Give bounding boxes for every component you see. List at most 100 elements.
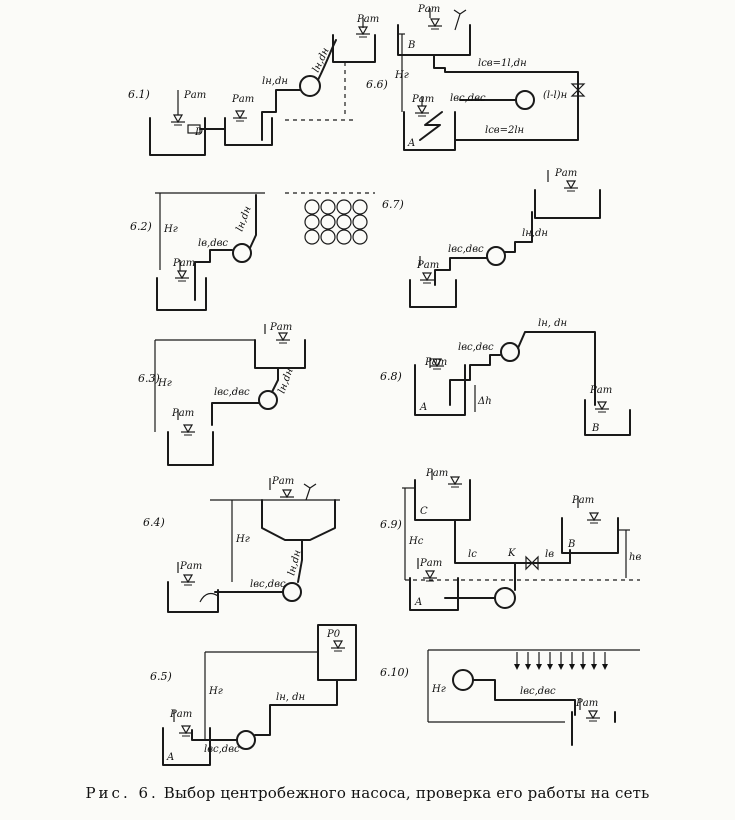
tank-1 — [149, 117, 206, 156]
tank-6-9-a — [409, 577, 459, 611]
svg-text:6.7): 6.7) — [382, 198, 404, 211]
tank-2 — [224, 117, 273, 146]
tank-a — [403, 111, 456, 151]
svg-text:lн, dн: lн, dн — [276, 692, 305, 703]
svg-text:Pат: Pат — [419, 558, 442, 569]
suction-pipe-1 — [261, 89, 301, 141]
svg-text:lн,dн: lн,dн — [234, 205, 253, 233]
scheme-6-7: 6.7) Pат Pат lвс,dвс lн,dн — [382, 168, 601, 308]
valve-6-6 — [570, 83, 586, 97]
tank-6-10 — [571, 711, 616, 746]
svg-text:6.9): 6.9) — [380, 518, 402, 531]
tank-6-4-lower — [167, 581, 219, 613]
scheme-6-4: 6.4) Pат Hг Pат lвс,dвс lн,dн — [143, 476, 340, 613]
pump-6-7 — [486, 246, 506, 266]
scheme-6-3: 6.3) Pат Hг Pат lвс,dвс lн,dн — [138, 322, 306, 466]
pump-6-5 — [236, 730, 256, 750]
svg-text:Hс: Hс — [408, 536, 424, 547]
svg-text:Pат: Pат — [183, 90, 206, 101]
svg-text:lн,dн: lн,dн — [276, 367, 295, 395]
svg-text:Pат: Pат — [172, 258, 195, 269]
scheme-6-9: 6.9) Pат C Hс lс K lв Pат B hв Pат A — [380, 468, 641, 611]
svg-text:Pат: Pат — [416, 260, 439, 271]
schemes-drawing: 6.1) Pат Pат D Pат lн,dн lн,dн 6.6) Pат … — [128, 4, 641, 766]
tank-c — [414, 479, 471, 521]
svg-text:Pат: Pат — [271, 476, 294, 487]
heater-coil — [419, 111, 443, 141]
svg-text:6.3): 6.3) — [138, 372, 160, 385]
svg-text:6.10): 6.10) — [380, 666, 409, 679]
scheme-6-1: 6.1) Pат Pат D Pат lн,dн lн,dн — [128, 14, 379, 156]
pump-6-6 — [515, 90, 535, 110]
svg-text:6.8): 6.8) — [380, 370, 402, 383]
tank-6-5 — [162, 727, 211, 766]
svg-text:lн, dн: lн, dн — [538, 318, 567, 329]
svg-text:Pат: Pат — [179, 561, 202, 572]
scheme-6-6: 6.6) Pат B Hг lсв=1l,dн (l-l)н Pат A lвс… — [366, 4, 586, 151]
svg-text:Hг: Hг — [163, 224, 178, 235]
svg-text:Hг: Hг — [157, 378, 172, 389]
svg-text:lн,dн: lн,dн — [522, 228, 548, 239]
svg-text:lвс,dвс: lвс,dвс — [450, 93, 486, 104]
valve-6-9 — [525, 555, 539, 571]
rain-arrows — [514, 652, 608, 670]
svg-text:B: B — [567, 539, 575, 550]
tank-6-8-a — [414, 364, 466, 416]
svg-text:C: C — [420, 506, 428, 517]
svg-text:lвс,dвс: lвс,dвс — [520, 686, 556, 697]
pump-6-4 — [282, 582, 302, 602]
svg-text:lс: lс — [468, 549, 477, 560]
svg-text:K: K — [507, 548, 516, 559]
svg-text:lвс,dвс: lвс,dвс — [448, 244, 484, 255]
svg-text:A: A — [414, 597, 422, 608]
svg-text:Pат: Pат — [589, 385, 612, 396]
tank-6-3-lower — [167, 431, 214, 466]
svg-text:Hг: Hг — [208, 686, 223, 697]
svg-text:6.2): 6.2) — [130, 220, 152, 233]
svg-text:lвс,dвс: lвс,dвс — [250, 579, 286, 590]
svg-text:hв: hв — [629, 552, 641, 563]
svg-text:A: A — [407, 138, 415, 149]
svg-text:Pат: Pат — [425, 468, 448, 479]
pump-6-9 — [494, 587, 516, 609]
svg-text:lвс,dвс: lвс,dвс — [458, 342, 494, 353]
pump-1 — [299, 75, 321, 97]
tank-upper-1 — [332, 34, 376, 63]
svg-text:lсв=2lн: lсв=2lн — [485, 125, 524, 136]
discharge-pipe-1 — [317, 39, 337, 81]
tank-6-4-upper — [261, 499, 336, 541]
svg-text:lвс,dвс: lвс,dвс — [214, 387, 250, 398]
svg-text:Pат: Pат — [411, 94, 434, 105]
pump-6-3 — [258, 390, 278, 410]
svg-text:lв,dвс: lв,dвс — [198, 238, 228, 249]
sprinkler-grid — [304, 199, 368, 245]
scheme-6-8: 6.8) Pат A Δh Pат B lвс,dвс lн, dн — [380, 318, 631, 436]
svg-text:B: B — [407, 40, 415, 51]
svg-text:lв: lв — [545, 549, 554, 560]
pump-6-8 — [500, 342, 520, 362]
svg-text:Pат: Pат — [554, 168, 577, 179]
svg-text:6.4): 6.4) — [143, 516, 165, 529]
svg-text:(l-l)н: (l-l)н — [543, 90, 567, 101]
svg-text:lсв=1l,dн: lсв=1l,dн — [478, 58, 527, 69]
svg-text:Δh: Δh — [477, 396, 492, 407]
svg-text:A: A — [166, 752, 174, 763]
tank-6-9-b — [561, 517, 619, 554]
svg-text:D: D — [194, 127, 203, 138]
svg-text:Pат: Pат — [269, 322, 292, 333]
svg-text:lн,dн: lн,dн — [262, 76, 288, 87]
scheme-6-10: 6.10) Hг Pат lвс,dвс — [380, 649, 640, 746]
caption-text: Выбор центробежного насоса, проверка его… — [163, 784, 650, 802]
svg-text:Pат: Pат — [169, 709, 192, 720]
tank-6-8-b — [584, 399, 631, 436]
closed-tank-p0 — [317, 624, 357, 681]
scheme-6-5: 6.5) P0 Hг Pат A lвс,dвс lн, dн — [150, 624, 357, 766]
sprinkler-6-4 — [303, 483, 317, 501]
svg-text:lн,dн: lн,dн — [311, 46, 332, 74]
svg-text:Hг: Hг — [431, 684, 446, 695]
svg-text:Pат: Pат — [575, 698, 598, 709]
tank-6-7-upper — [534, 189, 601, 219]
sprinkler-b — [453, 9, 467, 31]
tank-6-7-lower — [409, 279, 457, 308]
